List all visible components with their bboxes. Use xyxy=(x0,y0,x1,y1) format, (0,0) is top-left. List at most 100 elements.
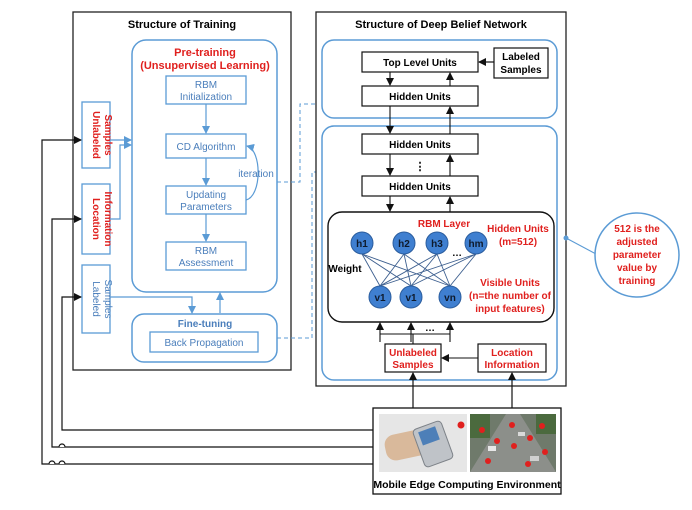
hidden-node-h3-label: h3 xyxy=(431,239,443,250)
hidden-units-m: (m=512) xyxy=(499,237,537,248)
note-line5: training xyxy=(619,276,656,287)
car-3 xyxy=(530,456,539,461)
pretraining-title: Pre-training xyxy=(174,47,236,59)
hidden-node-hm-label: hm xyxy=(469,239,484,250)
hidden-units-box-3 xyxy=(361,175,479,197)
mec-panel: Mobile Edge Computing Environment xyxy=(372,407,562,495)
hidden-units-label-2: Hidden Units xyxy=(389,140,451,151)
street-trees-left xyxy=(470,414,490,438)
dbn-unlabeled-samples-box xyxy=(384,343,442,373)
labeled-samples-box xyxy=(493,47,549,79)
car-1 xyxy=(488,446,496,451)
device-marker-9 xyxy=(525,461,531,467)
street-photo xyxy=(470,414,556,472)
visible-node-2: v1 xyxy=(399,285,423,309)
visible-units-line3: input features) xyxy=(475,304,544,315)
arrow-mec-to-labeled xyxy=(61,293,373,431)
visible-node-n: vn xyxy=(438,285,462,309)
device-marker-5 xyxy=(527,435,533,441)
rbm-initialization-box xyxy=(165,75,247,105)
hidden-node-h1: h1 xyxy=(350,231,374,255)
hidden-units-box-1 xyxy=(361,85,479,107)
updating-line2: Parameters xyxy=(180,202,232,213)
note-connector xyxy=(565,237,597,255)
labeled-samples-line2: Samples xyxy=(500,65,542,76)
visible-node-2-label: v1 xyxy=(405,293,417,304)
phone-screen xyxy=(418,426,440,446)
rbm-init-line1: RBM xyxy=(195,80,217,91)
note-line3: parameter xyxy=(613,250,661,261)
car-2 xyxy=(518,432,525,436)
device-marker-1 xyxy=(479,427,485,433)
backprop-label: Back Propagation xyxy=(165,338,244,349)
hidden-units-label-1: Hidden Units xyxy=(389,92,451,103)
device-marker-2 xyxy=(494,438,500,444)
mec-caption: Mobile Edge Computing Environment xyxy=(373,479,561,491)
crossing-hump-3 xyxy=(58,460,66,465)
visible-units-line1: Visible Units xyxy=(480,278,540,289)
unlabeled-input-line2: Samples xyxy=(102,114,113,156)
location-input-line1: Location xyxy=(90,198,101,240)
dbn-location-line2: Information xyxy=(485,360,540,371)
dbn-title: Structure of Deep Belief Network xyxy=(355,19,528,31)
dbn-location-line1: Location xyxy=(491,348,533,359)
hidden-ellipsis: … xyxy=(452,248,462,259)
iteration-label: iteration xyxy=(238,169,274,180)
hidden-node-h2-label: h2 xyxy=(398,239,410,250)
device-marker-6 xyxy=(539,423,545,429)
visible-node-1-label: v1 xyxy=(374,293,386,304)
device-marker-7 xyxy=(542,449,548,455)
finetuning-title: Fine-tuning xyxy=(178,319,232,330)
weight-label: Weight xyxy=(328,264,362,275)
hidden-node-hm: hm xyxy=(464,231,488,255)
training-panel: Structure of Training Pre-training (Unsu… xyxy=(72,11,320,371)
top-level-units-label: Top Level Units xyxy=(383,58,457,69)
dbn-unlabeled-line1: Unlabeled xyxy=(389,348,437,359)
arrow-mec-to-unlabeled xyxy=(41,136,373,465)
unlabeled-input-line1: Unlabeled xyxy=(90,111,101,159)
updating-line1: Updating xyxy=(186,190,226,201)
location-information-input-box xyxy=(81,183,111,255)
labeled-input-line2: Samples xyxy=(102,280,113,319)
cd-algorithm-box xyxy=(165,133,247,159)
crossing-hump-1 xyxy=(58,443,66,448)
iteration-loop-arrow xyxy=(245,143,259,201)
hidden-node-h3: h3 xyxy=(425,231,449,255)
cd-algorithm-label: CD Algorithm xyxy=(177,142,236,153)
hidden-units-box-2 xyxy=(361,133,479,155)
visible-node-n-label: vn xyxy=(444,293,456,304)
street-trees-right xyxy=(536,414,556,434)
hidden-units-annotation: Hidden Units xyxy=(487,224,549,235)
device-marker-3 xyxy=(509,422,515,428)
rbm-assess-line2: Assessment xyxy=(179,258,234,269)
visible-node-1: v1 xyxy=(368,285,392,309)
training-title: Structure of Training xyxy=(128,19,236,31)
hidden-node-h1-label: h1 xyxy=(356,239,368,250)
rbm-assessment-box xyxy=(165,241,247,271)
pretraining-subtitle: (Unsupervised Learning) xyxy=(140,60,270,72)
rbm-weights xyxy=(361,253,477,287)
labeled-input-line1: Labeled xyxy=(90,281,101,317)
arrow-mec-to-location xyxy=(51,215,373,448)
note-connector-dot xyxy=(563,235,569,241)
note-line4: value by xyxy=(617,263,657,274)
backprop-box xyxy=(149,331,259,353)
labeled-samples-line1: Labeled xyxy=(502,52,540,63)
hidden-dots: ⋮ xyxy=(415,161,426,173)
note-line2: adjusted xyxy=(616,237,657,248)
input-ellipsis: … xyxy=(425,323,435,334)
location-input-line2: Information xyxy=(102,192,113,247)
dbn-panel: Structure of Deep Belief Network Top Lev… xyxy=(315,11,567,387)
hidden-node-h2: h2 xyxy=(392,231,416,255)
hidden-units-label-3: Hidden Units xyxy=(389,182,451,193)
dbn-unlabeled-line2: Samples xyxy=(392,360,434,371)
labeled-samples-input-box xyxy=(81,264,111,334)
device-marker-8 xyxy=(485,458,491,464)
device-marker-4 xyxy=(511,443,517,449)
note-line1: 512 is the xyxy=(614,224,660,235)
parameter-note: 512 is the adjusted parameter value by t… xyxy=(563,212,680,298)
arrow-location-to-pretraining xyxy=(110,141,132,220)
visible-units-line2: (n=the number of xyxy=(469,291,552,302)
note-circle xyxy=(594,212,680,298)
